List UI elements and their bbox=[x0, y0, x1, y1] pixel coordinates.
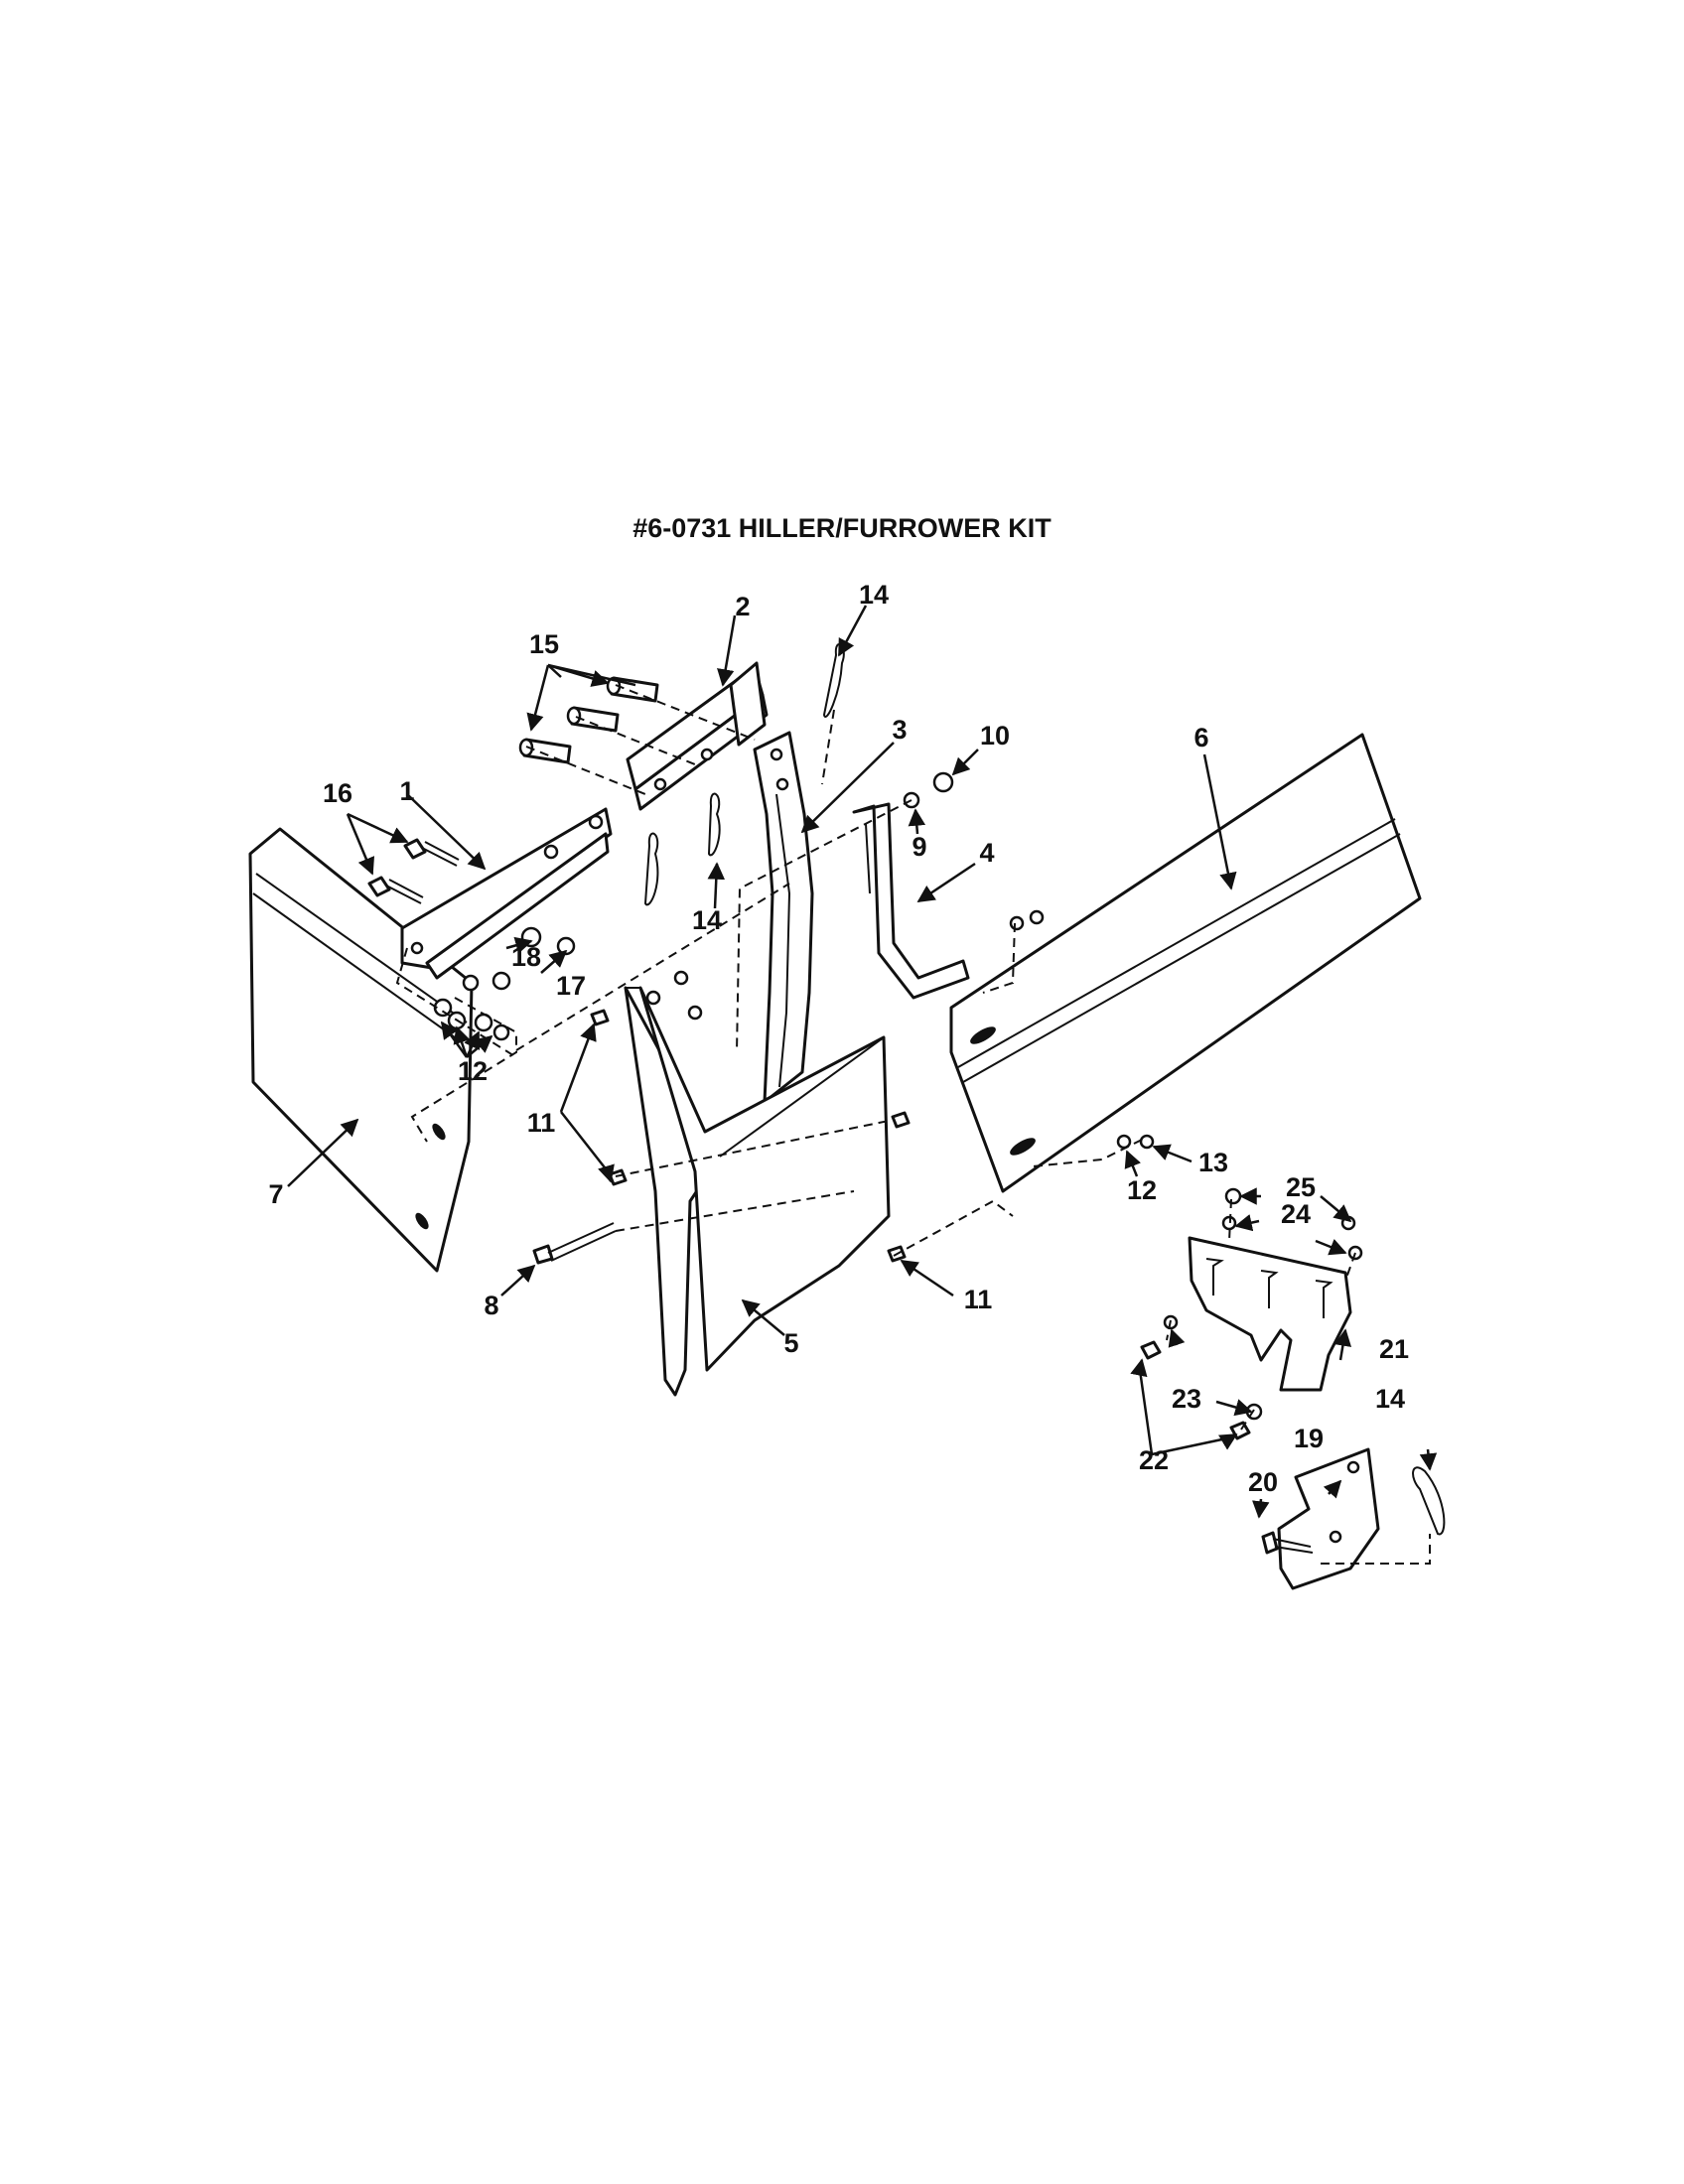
part-21-sweep bbox=[1188, 1236, 1352, 1392]
part-2-bracket bbox=[626, 661, 769, 811]
callout-24: 24 bbox=[1281, 1199, 1311, 1229]
callout-7: 7 bbox=[268, 1179, 283, 1209]
callout-11-right: 11 bbox=[964, 1285, 993, 1314]
callout-19: 19 bbox=[1294, 1424, 1324, 1453]
callout-18: 18 bbox=[511, 942, 541, 972]
part-5-moldboard bbox=[624, 986, 891, 1397]
callout-9: 9 bbox=[912, 832, 926, 862]
callout-2: 2 bbox=[735, 592, 750, 621]
part-15-pins bbox=[518, 676, 659, 764]
assembly-lines bbox=[395, 684, 1431, 1565]
callout-10: 10 bbox=[980, 721, 1010, 751]
callout-labels: 1 2 3 4 5 6 7 8 9 10 11 11 12 12 13 14 1… bbox=[268, 580, 1409, 1497]
callout-25: 25 bbox=[1286, 1172, 1316, 1202]
part-4-strap bbox=[852, 802, 970, 1000]
part-16-bolts bbox=[367, 838, 460, 904]
callout-3: 3 bbox=[892, 715, 907, 745]
callout-8: 8 bbox=[484, 1291, 498, 1320]
callout-17: 17 bbox=[556, 971, 586, 1001]
part-6-right-wing bbox=[949, 733, 1422, 1193]
callout-23: 23 bbox=[1172, 1384, 1201, 1414]
callout-21: 21 bbox=[1379, 1334, 1409, 1364]
callout-4: 4 bbox=[979, 838, 994, 868]
callout-11-left: 11 bbox=[527, 1108, 556, 1138]
callout-22: 22 bbox=[1139, 1445, 1169, 1475]
diagram-title: #6-0731 HILLER/FURROWER KIT bbox=[632, 513, 1052, 543]
callout-13: 13 bbox=[1198, 1148, 1228, 1177]
callout-6: 6 bbox=[1193, 723, 1208, 752]
callout-15: 15 bbox=[529, 629, 559, 659]
callout-12-left: 12 bbox=[458, 1056, 488, 1086]
part-19-sweep-shank bbox=[1277, 1447, 1380, 1590]
part-1-mount-bar bbox=[400, 807, 613, 980]
callout-1: 1 bbox=[399, 776, 414, 806]
callout-14-top: 14 bbox=[859, 580, 889, 610]
leader-lines bbox=[287, 605, 1438, 1519]
callout-5: 5 bbox=[783, 1328, 798, 1358]
callout-20: 20 bbox=[1248, 1467, 1278, 1497]
callout-14-right: 14 bbox=[1375, 1384, 1405, 1414]
callout-12-right: 12 bbox=[1127, 1175, 1157, 1205]
callout-14-mid: 14 bbox=[692, 905, 722, 935]
part-3-shank bbox=[753, 731, 814, 1104]
callout-16: 16 bbox=[323, 778, 352, 808]
